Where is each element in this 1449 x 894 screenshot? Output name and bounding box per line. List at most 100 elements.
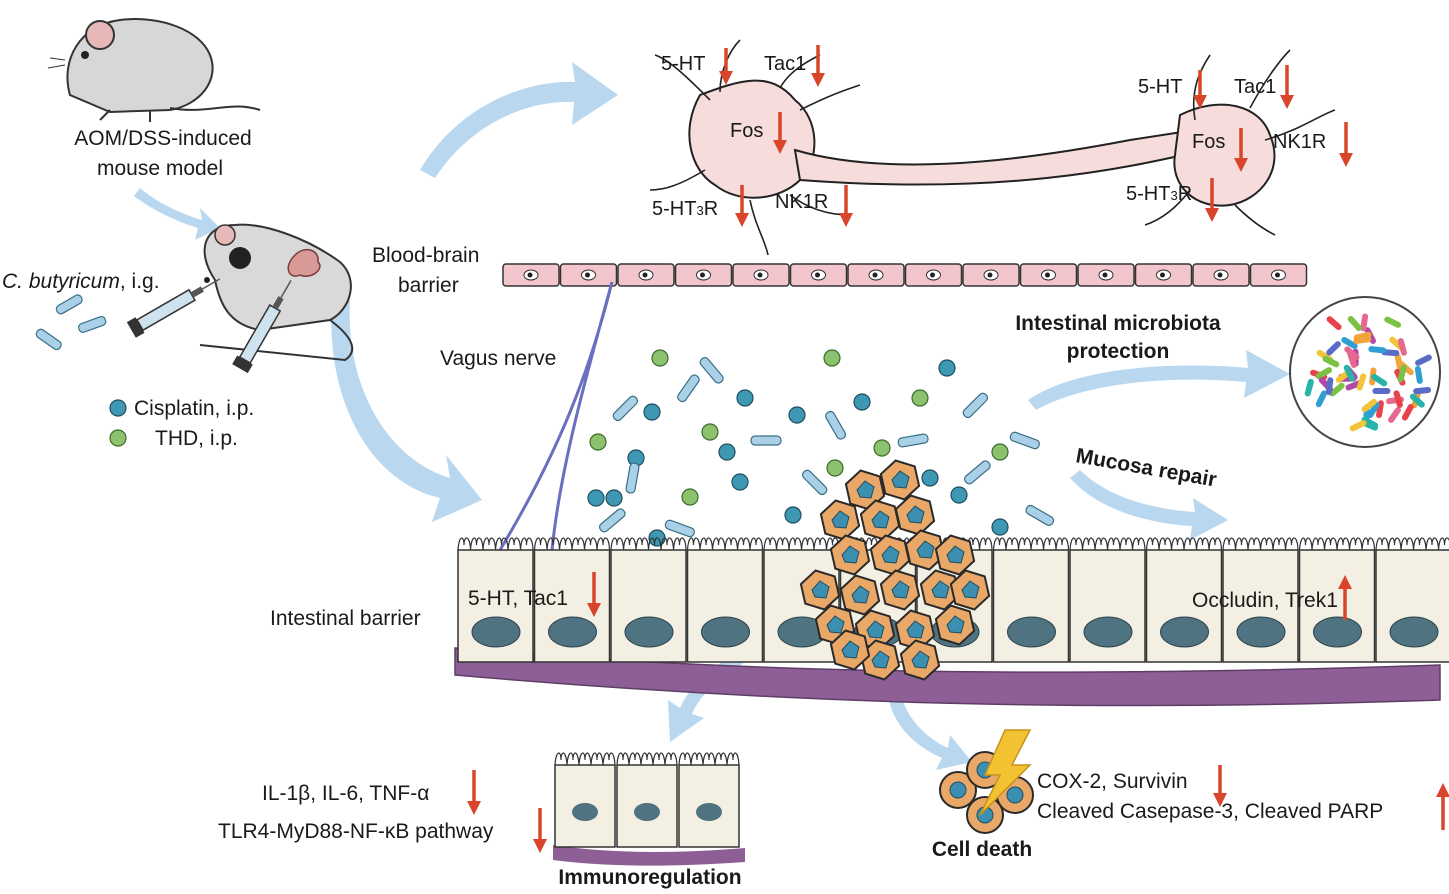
microbe [1349,420,1367,432]
tumor-nucleus [946,615,965,634]
microvilli [1145,537,1223,551]
tumor-nucleus [891,470,910,489]
cisplatin-particle [736,389,754,407]
microbe [1401,404,1414,421]
cbutyricum-italic: C. butyricum [2,270,120,293]
tumor-nucleus [811,580,830,599]
neuron-right-nk1r: NK1R [1273,131,1326,153]
bacteria-rod [699,356,724,384]
tumor-nucleus [906,505,925,524]
microbe [1397,338,1407,356]
cell-nucleus [701,616,750,648]
immuno-epithelium-icon [553,752,745,866]
bbb-nucleus-core [930,272,935,278]
arrow-celldeath [888,690,972,770]
immuno-line2: TLR4-MyD88-NF-κB pathway [218,820,494,843]
basement-membrane [454,647,1441,707]
microbe [1414,366,1423,384]
microbe [1315,390,1328,408]
cisplatin-particle [587,489,605,507]
microbe [1347,316,1362,331]
tumor-nucleus [946,545,965,564]
microvilli [686,537,764,551]
bbb-nucleus-core [757,272,763,278]
neuron-left-fos: Fos [730,120,763,142]
cell-nucleus [1007,616,1056,648]
microbe [1325,377,1334,396]
bbb-nucleus-core [642,272,648,278]
microbe [1413,386,1432,395]
microbe [1356,373,1367,391]
model-label-line2: mouse model [97,157,223,180]
bacteria-rod [963,460,991,485]
neuron-left-5ht3r: 5-HT3R [652,198,718,220]
bbb-nucleus-core [585,272,590,278]
thd-label: THD, i.p. [155,427,238,450]
treated-mouse-icon [199,223,354,362]
lightning-icon [979,729,1032,816]
intestinal-barrier-label: Intestinal barrier [270,607,421,630]
cbutyricum-label: C. butyricum, i.g. [2,270,160,293]
bbb-nucleus-core [527,272,533,278]
cisplatin-particle [731,473,749,491]
neuron-icon [649,39,1336,256]
microbe [1367,402,1380,419]
cell-nucleus [548,616,597,648]
arrow-to-gut [331,300,482,522]
microvilli [1298,537,1376,551]
bbb-nucleus-core [987,272,993,278]
bacteria-circle-icon [1289,296,1441,448]
thd-particle [589,433,607,451]
microbe [1343,364,1355,382]
cisplatin-particle [938,359,956,377]
bbb-nucleus-core [1045,272,1050,278]
tumor-nucleus [916,540,935,559]
cell-nucleus [1083,616,1133,648]
thd-particle [911,389,929,407]
bacteria-rod [962,392,989,419]
cell-nucleus [1389,616,1439,648]
thd-particle [701,423,719,441]
arrow-to-microbiota [1028,350,1290,410]
cisplatin-particle [605,489,623,507]
syringe-icon [126,278,292,374]
cisplatin-particle [784,506,802,524]
bbb-nucleus-core [815,272,820,278]
neuron-left-nk1r: NK1R [775,191,828,213]
immuno-nucleus [696,803,722,821]
tumor-nucleus [881,545,900,564]
arrow-mucosa [1070,470,1228,540]
microbe [1397,364,1407,383]
bacteria-rod [825,410,847,440]
microvilli [457,537,534,551]
bbb-nucleus-core [1217,272,1223,278]
microvilli [1222,537,1299,551]
microvilli [1069,537,1146,551]
dead-cell-nucleus [949,781,967,799]
tumor-nucleus [961,580,980,599]
bacteria-rod [1025,504,1055,526]
microbe [1371,373,1388,387]
tumor-nucleus [891,580,910,599]
thd-particle [826,459,844,477]
tumor-nucleus [841,640,860,659]
tumor-nucleus [826,615,845,634]
cell-nucleus [1313,616,1362,648]
immuno-microvilli [678,752,740,766]
cell-nucleus [1236,616,1286,648]
neuron-right-tac1: Tac1 [1234,76,1276,98]
tumor-nucleus [931,580,950,599]
bbb-nucleus-core [1102,272,1108,278]
flow-arrows [134,62,1290,770]
bbb-label-line1: Blood-brain [372,244,479,267]
neuron-right-5ht3r-sub: 3 [1170,188,1177,203]
dead-cell-nucleus [1006,786,1024,804]
bbb-nucleus-core [872,272,878,278]
neuron-left-5ht3r-pre: 5-HT [652,198,696,220]
microbe [1347,350,1357,368]
dead-cells-icon [939,751,1034,834]
immunoregulation-label: Immunoregulation [558,866,741,889]
cell-nucleus [624,616,674,648]
